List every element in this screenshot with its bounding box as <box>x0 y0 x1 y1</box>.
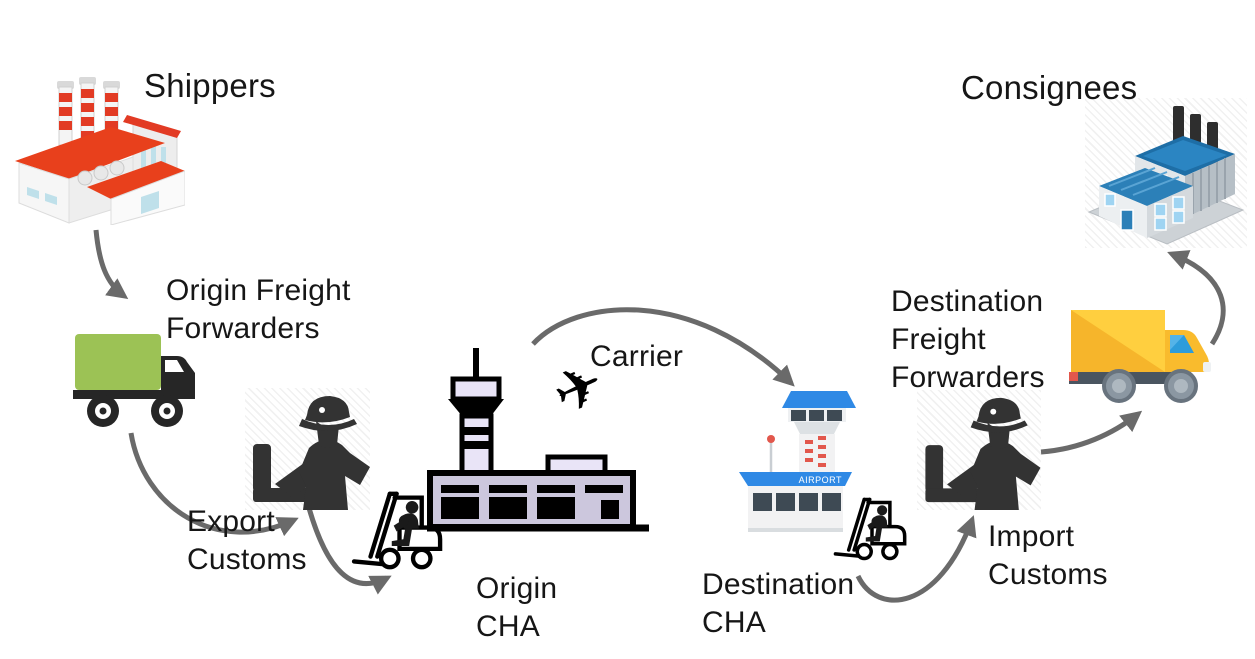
forklift-icon <box>351 487 448 574</box>
label-import-customs: Import Customs <box>988 520 1108 591</box>
label-export-customs: Export Customs <box>187 505 307 576</box>
label-origin-freight-forwarders: Origin Freight Forwarders <box>166 274 351 345</box>
factory-icon <box>13 75 185 225</box>
origin-airport-icon <box>425 345 653 533</box>
destination-airport-icon: AIRPORT <box>739 390 859 535</box>
label-carrier: Carrier <box>590 340 684 373</box>
customs-officer-icon <box>245 388 370 510</box>
arrow-import-customs-to-forwarders <box>1040 410 1143 455</box>
green-truck-icon <box>73 332 198 432</box>
label-destination-cha: Destination CHA <box>702 568 855 639</box>
arrow-shippers-to-forwarders <box>93 229 129 300</box>
label-origin-cha: Origin CHA <box>476 572 558 643</box>
label-consignees: Consignees <box>961 69 1138 106</box>
airplane-icon: ✈ <box>548 362 614 426</box>
label-shippers: Shippers <box>144 67 276 104</box>
warehouse-icon <box>1085 98 1247 248</box>
yellow-truck-icon <box>1069 306 1214 405</box>
airport-sign-text: AIRPORT <box>799 475 842 485</box>
customs-officer-icon <box>917 390 1041 510</box>
forklift-icon <box>833 494 911 564</box>
label-destination-freight-forwarders: Destination Freight Forwarders <box>891 285 1045 394</box>
